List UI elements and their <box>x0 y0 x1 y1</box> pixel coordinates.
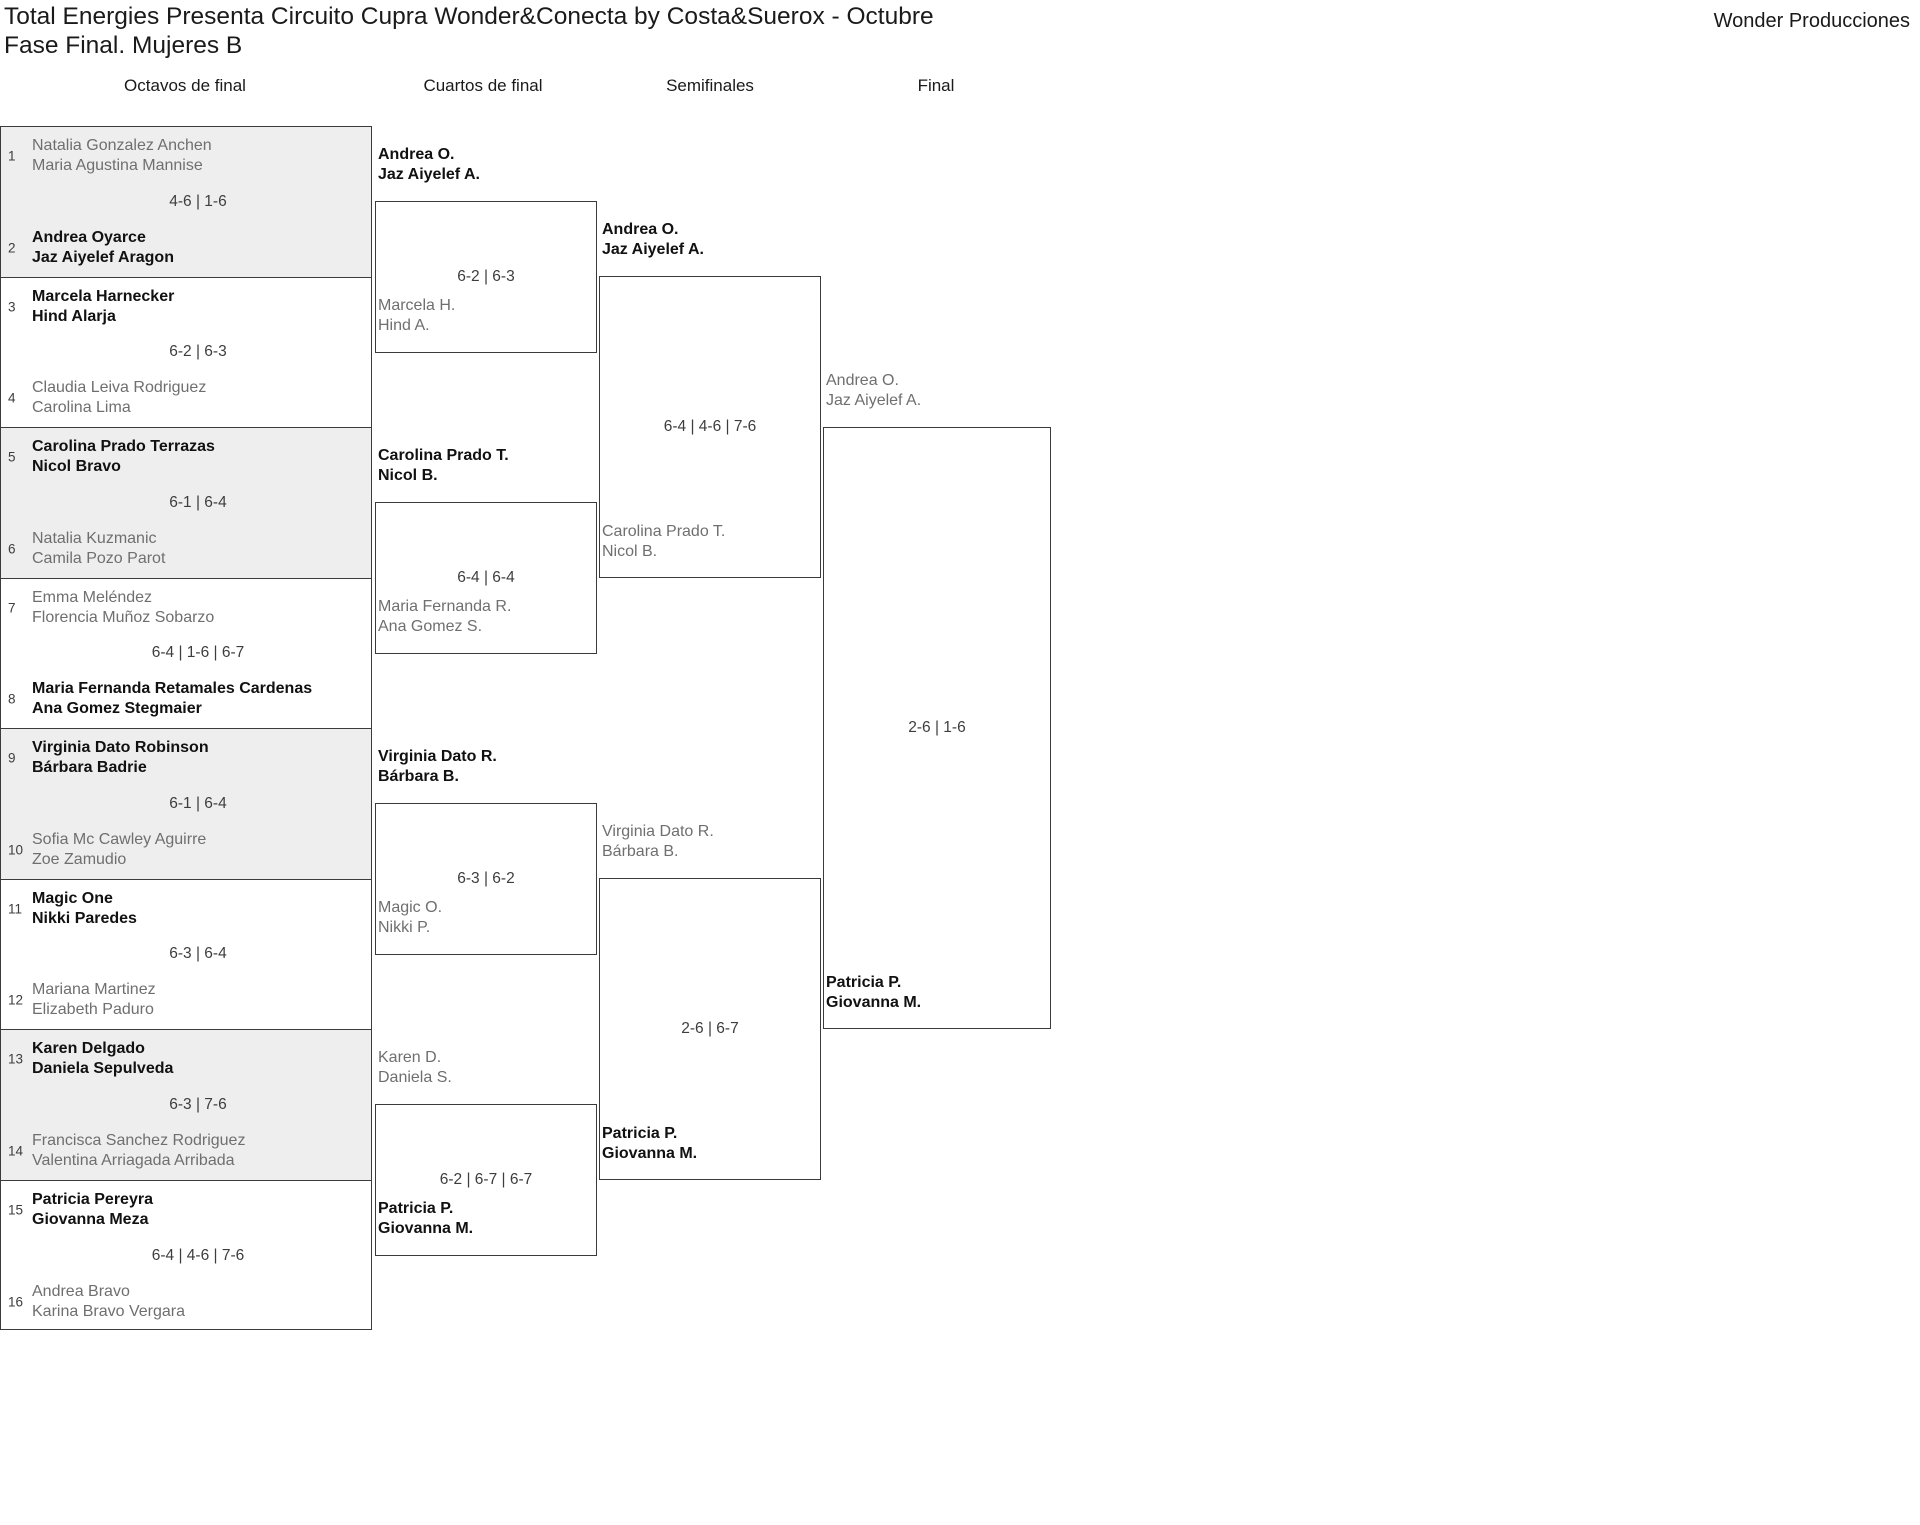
seed-number: 4 <box>8 390 16 406</box>
qf3-loser-label: Magic O.Nikki P. <box>378 899 443 936</box>
qf3-winner-label: Virginia Dato R.Bárbara B. <box>378 748 497 785</box>
final-match-box[interactable]: 2-6 | 1-6 <box>823 427 1051 1029</box>
match-score: 6-3 | 6-4 <box>169 945 227 963</box>
seed-number: 14 <box>8 1143 24 1158</box>
qf4-score: 6-2 | 6-7 | 6-7 <box>439 1171 533 1188</box>
match-score: 4-6 | 1-6 <box>169 192 227 210</box>
seed-number: 8 <box>8 691 16 707</box>
qf1-loser-label: Marcela H.Hind A. <box>378 297 456 334</box>
qf1-score: 6-2 | 6-3 <box>457 268 515 285</box>
sf1-score: 6-4 | 4-6 | 7-6 <box>663 418 757 435</box>
qf1-match-box[interactable]: 6-2 | 6-3 <box>375 201 597 353</box>
match-score: 6-2 | 6-3 <box>169 343 227 361</box>
qf4-match-box[interactable]: 6-2 | 6-7 | 6-7 <box>375 1104 597 1256</box>
sf2-loser-label: Virginia Dato R.Bárbara B. <box>602 823 714 860</box>
seed-number: 7 <box>8 600 16 615</box>
round-header-semifinales: Semifinales <box>666 76 754 95</box>
champion-label: Patricia P.Giovanna M. <box>826 974 922 1011</box>
match-score: 6-3 | 7-6 <box>169 1095 227 1113</box>
seed-number: 9 <box>8 750 16 766</box>
sf1-match-box[interactable]: 6-4 | 4-6 | 7-6 <box>599 276 821 578</box>
sf2-score: 2-6 | 6-7 <box>681 1020 739 1037</box>
seed-number: 11 <box>8 901 23 916</box>
seed-number: 1 <box>8 148 16 164</box>
round-header-octavos: Octavos de final <box>124 76 246 95</box>
round-header-final: Final <box>917 76 955 95</box>
qf4-loser-label: Karen D.Daniela S. <box>378 1049 452 1086</box>
qf2-match-box[interactable]: 6-4 | 6-4 <box>375 502 597 654</box>
qf3-match-box[interactable]: 6-3 | 6-2 <box>375 803 597 955</box>
qf4-winner-label: Patricia P.Giovanna M. <box>378 1200 474 1237</box>
seed-number: 13 <box>8 1051 24 1067</box>
match-score: 6-4 | 4-6 | 7-6 <box>151 1246 245 1264</box>
seed-number: 2 <box>8 240 16 255</box>
sf1-loser-label: Carolina Prado T.Nicol B. <box>602 523 726 560</box>
seed-number: 15 <box>8 1202 24 1217</box>
match-score: 6-1 | 6-4 <box>169 493 227 511</box>
qf3-score: 6-3 | 6-2 <box>457 870 515 887</box>
final-loser-label: Andrea O.Jaz Aiyelef A. <box>826 372 922 409</box>
page-title: Total Energies Presenta Circuito Cupra W… <box>4 3 934 59</box>
match-score: 6-1 | 6-4 <box>169 794 227 812</box>
seed-number: 5 <box>8 449 16 465</box>
sf1-winner-label: Andrea O.Jaz Aiyelef A. <box>602 221 704 258</box>
seed-number: 16 <box>8 1294 24 1310</box>
final-score: 2-6 | 1-6 <box>908 719 966 736</box>
organizer-brand: Wonder Producciones <box>1713 10 1910 32</box>
qf2-winner-label: Carolina Prado T.Nicol B. <box>378 447 509 484</box>
qf1-winner-label: Andrea O.Jaz Aiyelef A. <box>378 146 480 183</box>
sf2-match-box[interactable]: 2-6 | 6-7 <box>599 878 821 1180</box>
match-score: 6-4 | 1-6 | 6-7 <box>151 644 245 662</box>
seed-number: 12 <box>8 992 24 1008</box>
seed-number: 6 <box>8 541 16 556</box>
round-header-cuartos: Cuartos de final <box>423 76 543 95</box>
seed-number: 10 <box>8 842 24 857</box>
qf2-loser-label: Maria Fernanda R.Ana Gomez S. <box>378 598 512 635</box>
sf2-winner-label: Patricia P.Giovanna M. <box>602 1125 698 1162</box>
seed-number: 3 <box>8 299 16 314</box>
qf2-score: 6-4 | 6-4 <box>457 569 515 586</box>
